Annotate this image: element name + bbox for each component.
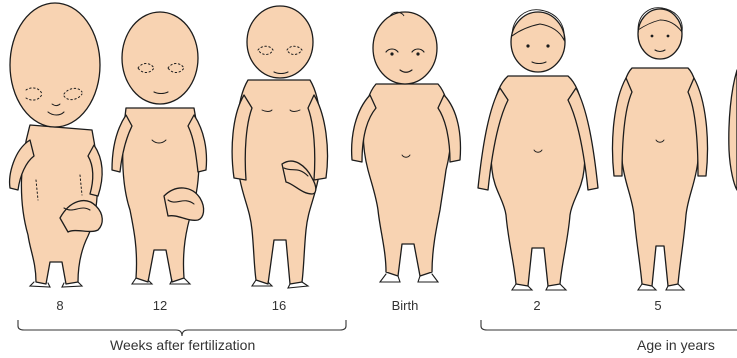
stage-label-16: 16 bbox=[239, 298, 319, 313]
prenatal-bracket bbox=[18, 320, 346, 336]
figure-8-weeks bbox=[10, 3, 103, 287]
postnatal-bracket bbox=[481, 320, 737, 330]
figure-5-years bbox=[613, 8, 708, 290]
prenatal-group-label: Weeks after fertilization bbox=[110, 337, 255, 353]
stage-label-8: 8 bbox=[20, 298, 100, 313]
figure-12-weeks bbox=[112, 12, 207, 284]
stage-label-2: 2 bbox=[497, 298, 577, 313]
postnatal-group-label: Age in years bbox=[637, 337, 715, 353]
stage-label-12: 12 bbox=[120, 298, 200, 313]
stage-label-birth: Birth bbox=[365, 298, 445, 313]
figure-2-years bbox=[478, 10, 598, 290]
stage-label-5: 5 bbox=[618, 298, 698, 313]
figure-partial-edge bbox=[729, 70, 737, 190]
figure-16-weeks bbox=[232, 6, 327, 288]
figure-birth bbox=[352, 12, 461, 282]
